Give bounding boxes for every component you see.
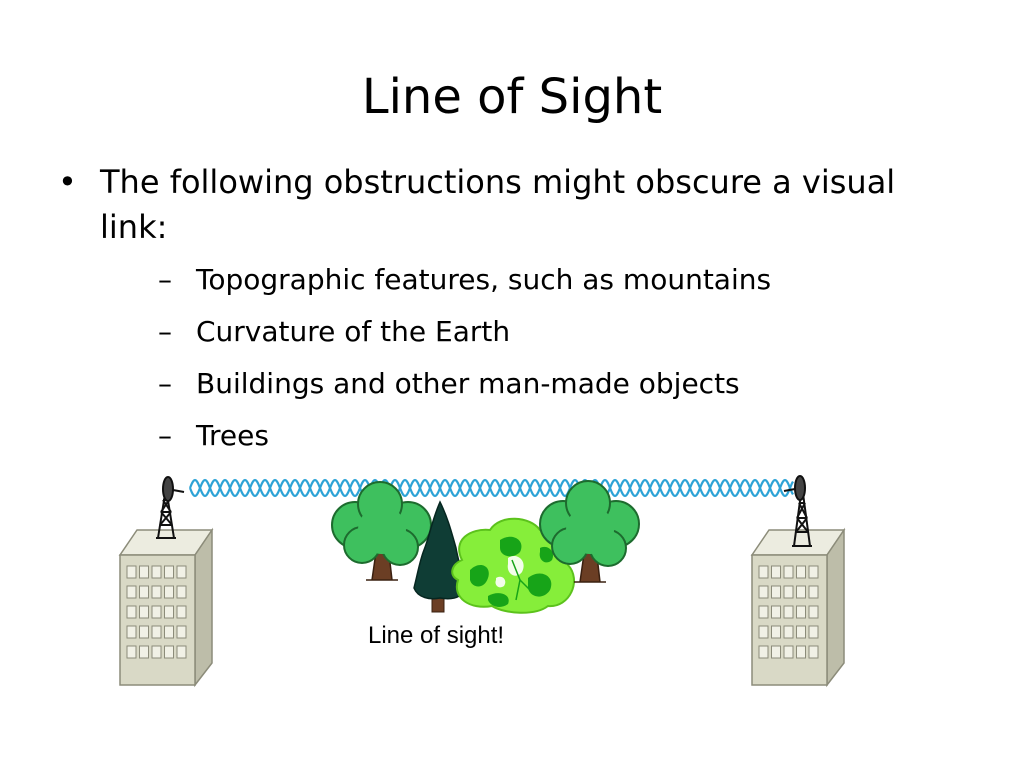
building-window [783, 585, 794, 599]
building-window [176, 645, 187, 659]
building-window [808, 585, 819, 599]
tree-icon [331, 481, 432, 581]
line-of-sight-caption: Line of sight! [368, 622, 505, 649]
antenna-icon [156, 476, 185, 539]
building-window [176, 605, 187, 619]
building-window [139, 625, 149, 639]
slide-title: Line of Sight [361, 69, 663, 125]
building-window [808, 605, 819, 619]
building-window [139, 585, 149, 599]
line-of-sight-diagram [118, 475, 846, 688]
building-window [164, 585, 174, 599]
sub-bullet-topographic: Topographic features, such as mountains [100, 254, 958, 306]
building-window [758, 565, 769, 579]
building-window [126, 585, 137, 599]
bullet-item: The following obstructions might obscure… [58, 160, 958, 462]
building-window [176, 585, 187, 599]
building-window [139, 565, 149, 579]
antenna-icon [783, 475, 812, 547]
building-window [808, 645, 819, 659]
sub-bullet-buildings: Buildings and other man-made objects [100, 358, 958, 410]
bullet-text: The following obstructions might obscure… [100, 163, 896, 246]
building-window [126, 645, 137, 659]
building-window [164, 625, 174, 639]
building-window [796, 645, 806, 659]
building-window [151, 645, 162, 659]
building-window [139, 605, 149, 619]
building-window [139, 645, 149, 659]
building-window [771, 585, 781, 599]
sub-bullet-list: Topographic features, such as mountains … [100, 254, 958, 462]
building-window [796, 605, 806, 619]
building-window [126, 625, 137, 639]
building-window [151, 625, 162, 639]
building-icon [750, 527, 846, 688]
building-window [151, 605, 162, 619]
building-window [771, 625, 781, 639]
bush-icon [451, 517, 575, 614]
building-window [151, 565, 162, 579]
building-window [771, 645, 781, 659]
sub-bullet-curvature: Curvature of the Earth [100, 306, 958, 358]
building-window [796, 585, 806, 599]
bullet-list: The following obstructions might obscure… [58, 160, 958, 462]
building-window [176, 625, 187, 639]
tree-icon [539, 480, 640, 583]
building-window [758, 605, 769, 619]
building-window [783, 565, 794, 579]
building-window [758, 645, 769, 659]
building-window [783, 605, 794, 619]
building-window [126, 605, 137, 619]
building-window [796, 625, 806, 639]
building-window [796, 565, 806, 579]
building-window [758, 585, 769, 599]
sub-bullet-trees: Trees [100, 410, 958, 462]
building-window [808, 625, 819, 639]
building-window [771, 565, 781, 579]
building-window [771, 605, 781, 619]
building-window [151, 585, 162, 599]
signal-wave [188, 478, 794, 498]
building-window [783, 645, 794, 659]
building-window [126, 565, 137, 579]
building-window [164, 605, 174, 619]
building-window [758, 625, 769, 639]
building-window [783, 625, 794, 639]
building-window [164, 565, 174, 579]
building-window [808, 565, 819, 579]
building-window [164, 645, 174, 659]
building-icon [118, 527, 214, 688]
building-window [176, 565, 187, 579]
